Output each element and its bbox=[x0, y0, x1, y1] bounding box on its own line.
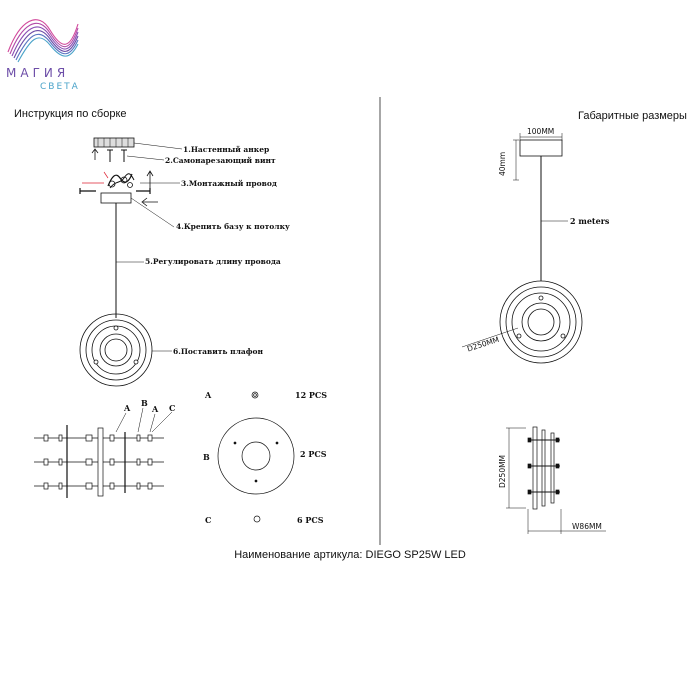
assembly-diagram bbox=[79, 137, 183, 387]
part-b-letter: B bbox=[203, 452, 210, 462]
part-a-qty: 12 PCS bbox=[295, 390, 328, 400]
step-4-label: 4.Крепить базу к потолку bbox=[176, 222, 290, 231]
callout-a2: A bbox=[152, 404, 159, 414]
callout-a1: A bbox=[124, 403, 131, 413]
callout-b: B bbox=[141, 398, 148, 408]
dim-side-width: W86MM bbox=[572, 522, 602, 531]
step-1-label: 1.Настенный анкер bbox=[183, 145, 270, 154]
part-a-letter: A bbox=[205, 390, 212, 400]
dimensions-title: Габаритные размеры bbox=[578, 110, 687, 122]
ring-icon bbox=[253, 515, 261, 523]
step-5-label: 5.Регулировать длину провода bbox=[145, 257, 281, 266]
article-name: Наименование артикула: DIEGO SP25W LED bbox=[234, 549, 466, 561]
callout-c: C bbox=[169, 403, 176, 413]
rod-assembly-diagram bbox=[34, 407, 173, 498]
dim-cable-length: 2 meters bbox=[570, 216, 610, 226]
part-c-qty: 6 PCS bbox=[297, 515, 324, 525]
part-b-qty: 2 PCS bbox=[300, 449, 327, 459]
parts-list bbox=[217, 391, 295, 523]
dim-base-width: 100MM bbox=[527, 127, 555, 136]
disc-plate-icon bbox=[217, 417, 295, 495]
brand-name: МАГИЯ bbox=[6, 66, 70, 80]
dimension-front-view bbox=[461, 133, 583, 364]
dim-side-height: D250MM bbox=[498, 454, 507, 488]
screw-icon bbox=[251, 391, 259, 399]
step-3-label: 3.Монтажный провод bbox=[181, 179, 277, 188]
step-2-label: 2.Самонарезающий винт bbox=[165, 156, 276, 165]
logo-wave-icon bbox=[7, 19, 79, 63]
brand-subtitle: СВЕТА bbox=[40, 82, 80, 92]
assembly-title: Инструкция по сборке bbox=[14, 108, 127, 120]
part-c-letter: C bbox=[205, 515, 212, 525]
dimension-side-view bbox=[506, 426, 606, 534]
dim-base-height: 40mm bbox=[498, 151, 507, 176]
step-6-label: 6.Поставить плафон bbox=[173, 347, 264, 356]
